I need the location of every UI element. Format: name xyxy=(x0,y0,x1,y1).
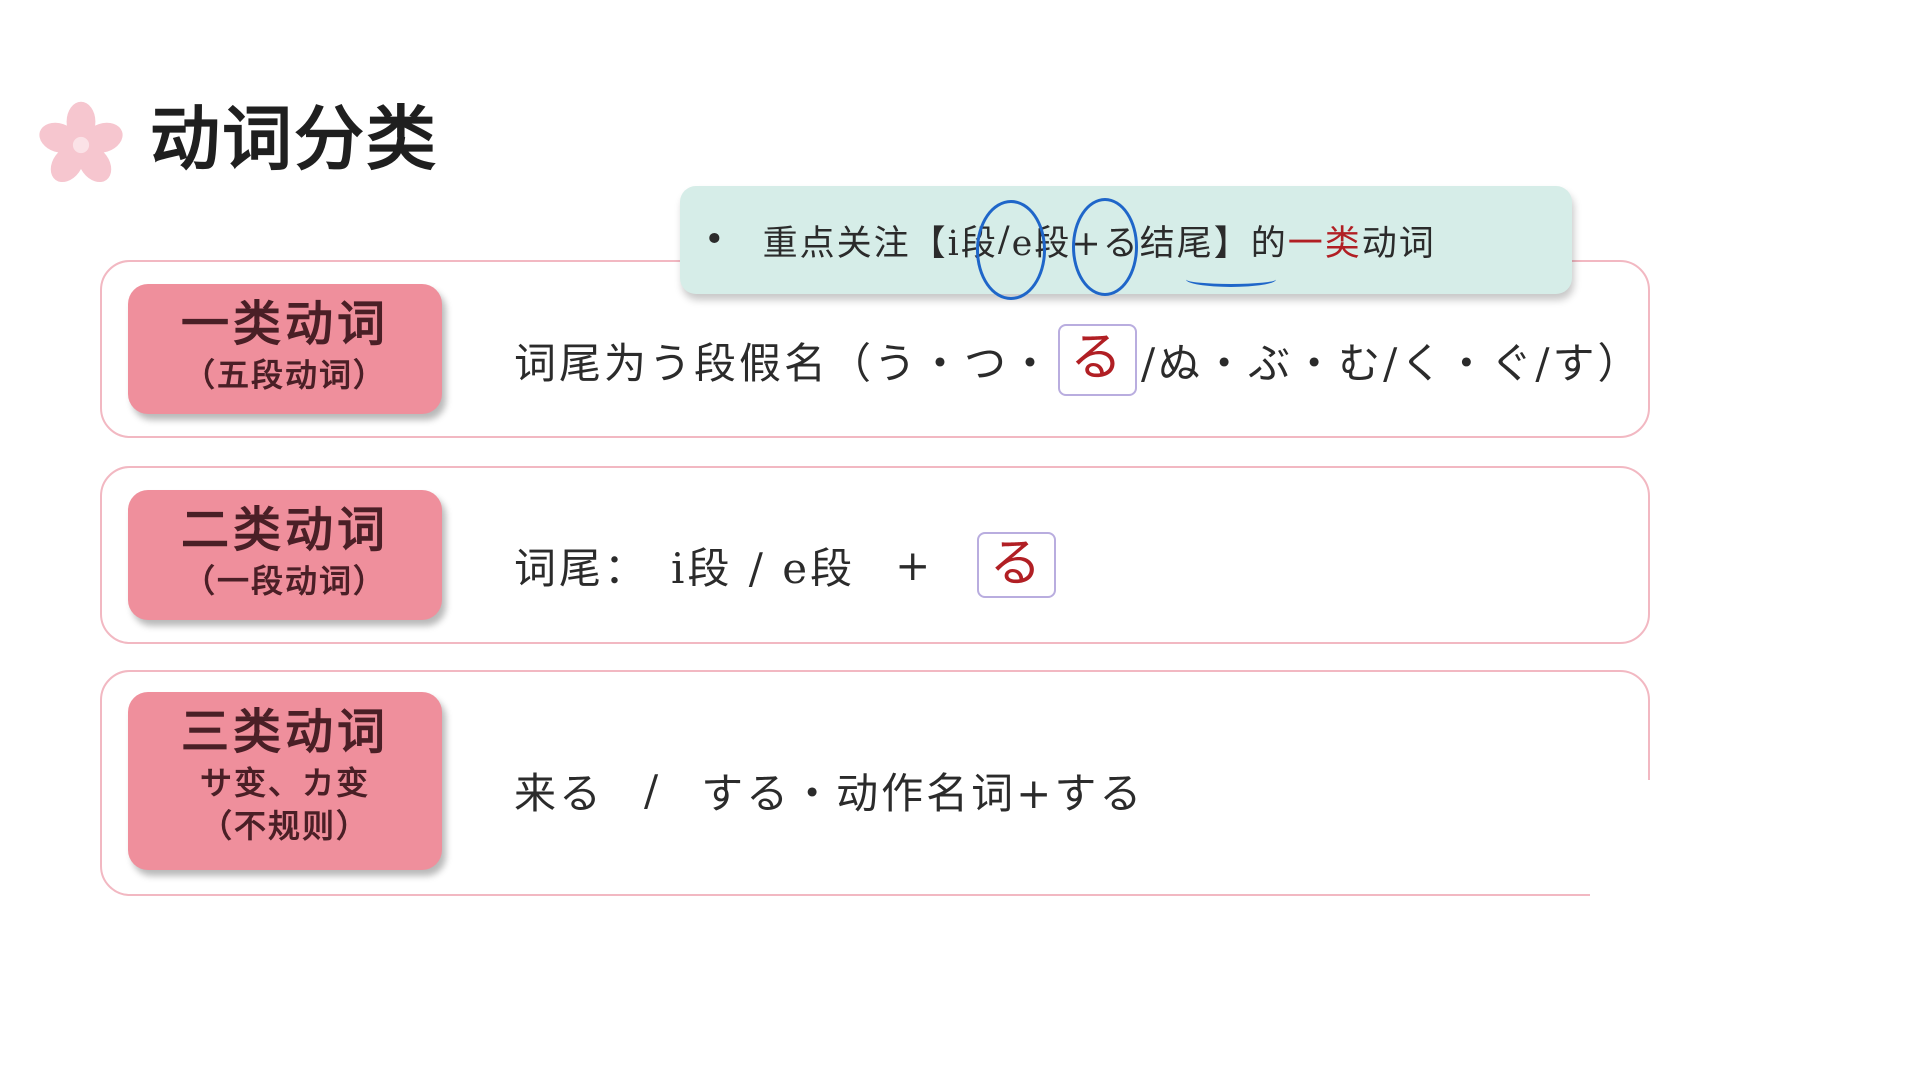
class-title: 二类动词 xyxy=(180,502,389,558)
class-description: 词尾为う段假名（う・つ・ る /ぬ・ぶ・む/く・ぐ/す） xyxy=(514,324,1642,396)
class-subtitle: （一段动词） xyxy=(182,562,387,600)
plus-sign: + xyxy=(895,540,934,590)
desc-text: /ぬ・ぶ・む/く・ぐ/す） xyxy=(1141,338,1643,388)
annotation-circle-i-dan xyxy=(976,200,1046,300)
class-subtitle: サ变、カ变 xyxy=(199,764,370,802)
note-text: 】的 xyxy=(1213,223,1288,264)
class-title: 一类动词 xyxy=(180,296,389,352)
class-badge-2: 二类动词 （一段动词） xyxy=(128,490,442,620)
class-description: 词尾： i段 / e段 + る xyxy=(514,532,1060,598)
class-badge-1: 一类动词 （五段动词） xyxy=(128,284,442,414)
page-title: 动词分类 xyxy=(150,98,438,180)
desc-text: 来る xyxy=(514,769,605,818)
bullet: • xyxy=(704,220,727,260)
desc-text: 词尾为う段假名（う・つ・ xyxy=(514,338,1055,388)
verb-class-row-2: 二类动词 （一段动词） 词尾： i段 / e段 + る xyxy=(100,466,1650,644)
frame-gap xyxy=(1590,780,1670,905)
highlighted-ru: る xyxy=(977,532,1057,598)
desc-slash: / xyxy=(644,766,662,815)
highlighted-ru: る xyxy=(1058,324,1138,396)
verb-class-row-1: 一类动词 （五段动词） 词尾为う段假名（う・つ・ る /ぬ・ぶ・む/く・ぐ/す） xyxy=(100,260,1650,438)
desc-label: 词尾： xyxy=(514,543,650,593)
note-highlight: 一类 xyxy=(1287,223,1362,264)
verb-class-row-3: 三类动词 サ变、カ变 （不规则） 来る / する・动作名词+する xyxy=(100,670,1650,896)
class-badge-3: 三类动词 サ变、カ变 （不规则） xyxy=(128,692,442,870)
class-description: 来る / する・动作名词+する xyxy=(514,760,1144,821)
note-text: 动词 xyxy=(1361,223,1436,264)
note-text: 重点关注【 xyxy=(762,223,948,264)
class-subtitle-2: （不规则） xyxy=(199,807,370,846)
desc-text: i段 / e段 xyxy=(671,543,856,593)
annotation-circle-e-dan xyxy=(1072,198,1138,296)
class-title: 三类动词 xyxy=(180,704,389,760)
desc-text: する・动作名词+する xyxy=(701,769,1145,818)
sakura-flower-icon xyxy=(39,101,123,183)
class-subtitle: （五段动词） xyxy=(182,356,387,394)
annotation-underline xyxy=(1186,272,1276,287)
